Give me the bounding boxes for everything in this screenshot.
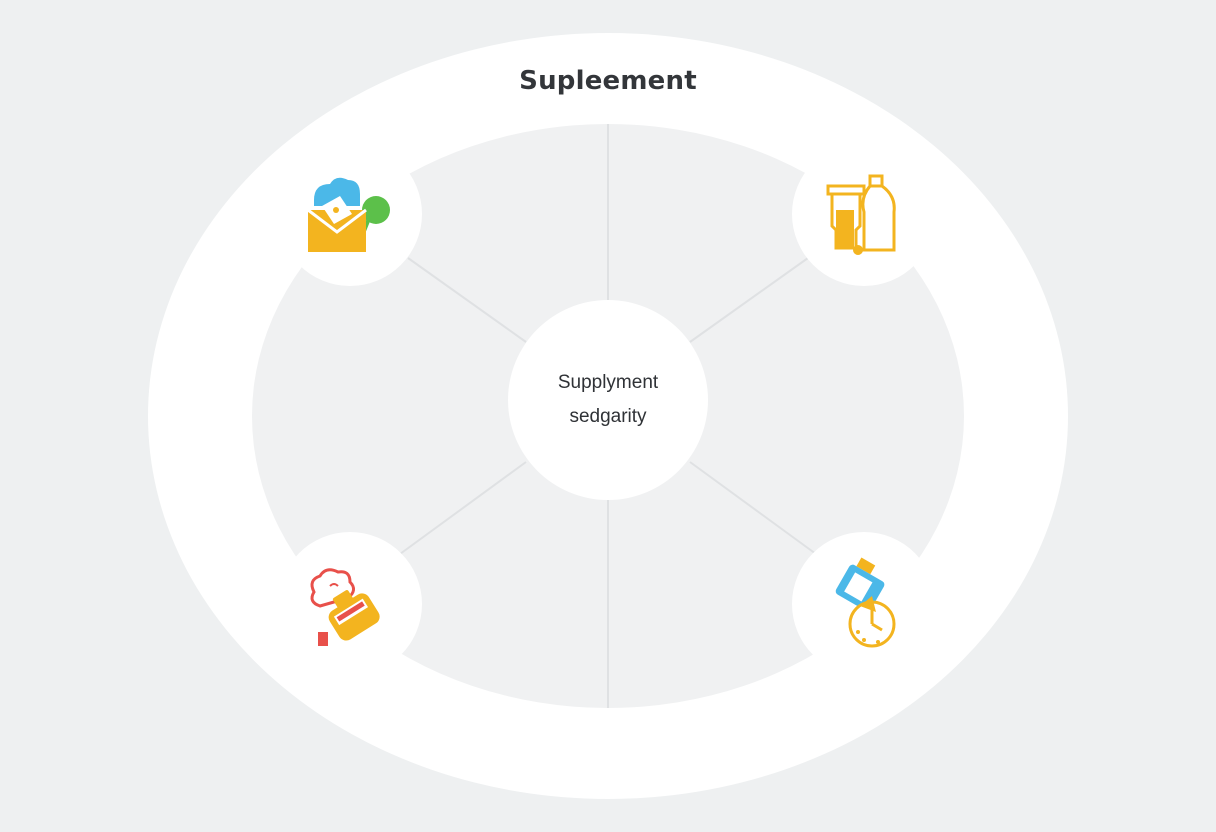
center-hub — [508, 300, 708, 500]
bottle-jar-icon — [814, 166, 914, 266]
spoke-bottom-left — [399, 461, 527, 555]
bottle-clock-icon — [814, 556, 914, 656]
spoke-bottom-right — [689, 461, 817, 555]
diagram-title: Supleement — [519, 66, 697, 96]
spokes — [399, 124, 817, 708]
center-label-line-1: Supplyment — [557, 372, 659, 393]
center-label-line-2: sedgarity — [569, 406, 647, 427]
pill-bottle-icon — [300, 556, 400, 656]
spoke-top-right — [689, 257, 809, 343]
spoke-top-left — [407, 257, 527, 343]
envelope-cloud-leaf-icon — [300, 166, 400, 266]
